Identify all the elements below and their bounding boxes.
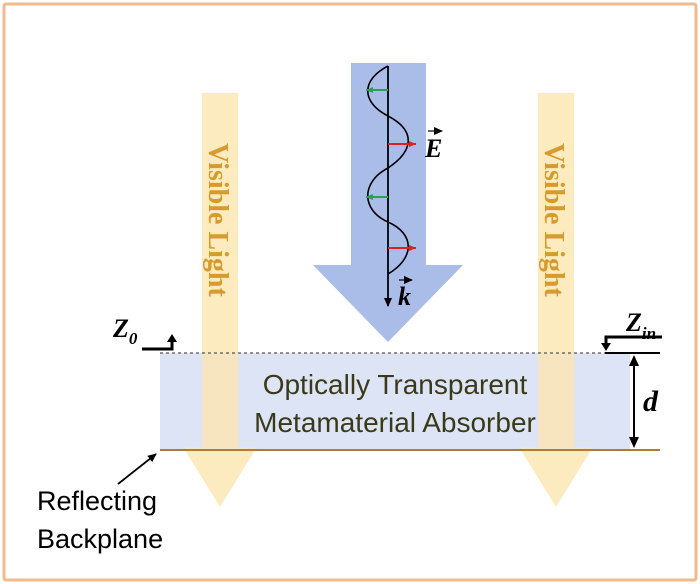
absorber-label-line1: Optically Transparent <box>263 369 528 400</box>
z0-label: Z0 <box>112 314 138 348</box>
right-beam-label: Visible Light <box>538 143 569 297</box>
z0-main: Z <box>112 314 129 343</box>
zin-main: Z <box>625 308 642 337</box>
z0-reference-marker <box>142 339 174 351</box>
e-field-label: E <box>424 134 442 163</box>
absorber-label-line2: Metamaterial Absorber <box>254 407 536 438</box>
backplane-pointer-arrow <box>117 453 157 485</box>
backplane-label-line1: Reflecting <box>37 486 157 516</box>
right-visible-light-beam <box>519 93 593 507</box>
e-field-wave <box>366 65 410 275</box>
z0-subscript: 0 <box>129 329 138 348</box>
left-visible-light-beam <box>183 93 257 507</box>
zin-subscript: in <box>642 324 656 343</box>
thickness-arrowhead-up <box>629 355 639 366</box>
z0-marker-arrowhead <box>167 334 177 342</box>
zin-reference-marker <box>604 335 662 345</box>
left-beam-label: Visible Light <box>202 143 233 297</box>
backplane-label-line2: Backplane <box>37 524 163 554</box>
k-vector-label: k <box>398 282 411 311</box>
zin-marker-arrowhead <box>601 343 611 351</box>
thickness-label: d <box>643 385 659 418</box>
thickness-arrowhead-down <box>629 437 639 448</box>
